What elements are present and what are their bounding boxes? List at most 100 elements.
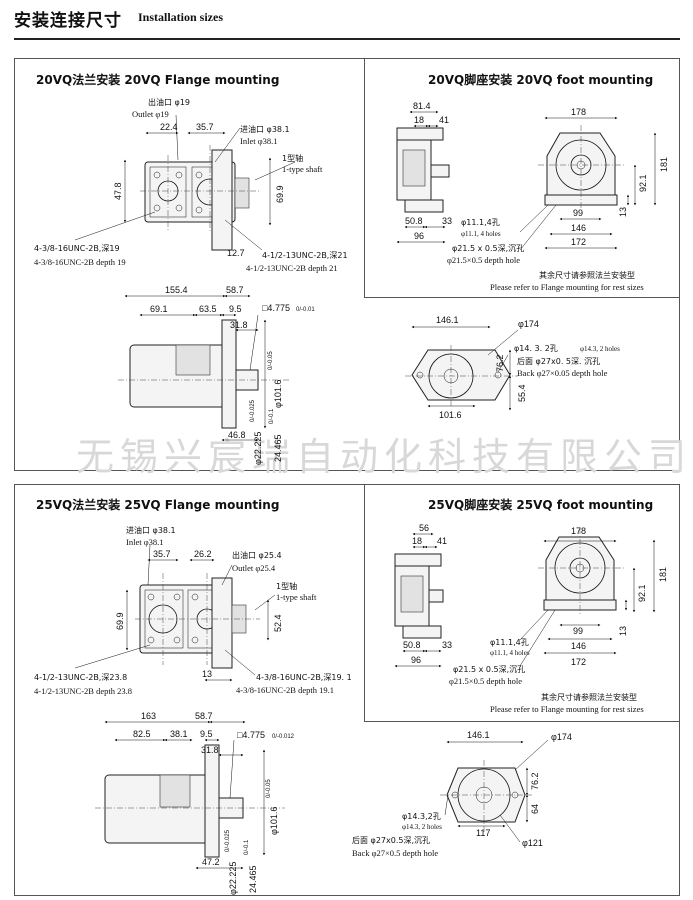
- vq25-foot-41: 41: [437, 536, 447, 546]
- title-divider: [14, 38, 680, 40]
- vq20-foot-hole-a-zh: φ11.1,4孔: [461, 218, 500, 227]
- vq25-foot-99: 99: [573, 626, 583, 636]
- vq20-thread-b-zh: 4-1/2-13UNC-2B,深21: [262, 251, 348, 260]
- vq20-thread-b-en: 4-1/2-13UNC-2B depth 21: [246, 263, 338, 273]
- vq25-side-82.5: 82.5: [133, 729, 151, 739]
- vq20-foot-146: 146: [571, 223, 586, 233]
- vq20-end-back-zh: 后面 φ27x0. 5深. 沉孔: [517, 356, 600, 366]
- vq25-foot-33: 33: [442, 640, 452, 650]
- panel-25vq-foot: [364, 484, 680, 722]
- vq20-foot-hole-b-zh: φ21.5 x 0.5深,沉孔: [452, 244, 524, 253]
- vq25-thread-b-zh: 4-3/8-16UNC-2B,深19. 1: [256, 673, 352, 682]
- vq25-side-dia3: 24.465: [248, 865, 258, 893]
- vq20-side-dia1: φ101.6: [273, 380, 283, 408]
- vq25-foot-172: 172: [571, 657, 586, 667]
- vq25-dim-52.4: 52.4: [273, 614, 283, 632]
- vq20-thread-a-en: 4-3/8-16UNC-2B depth 19: [34, 257, 126, 267]
- vq20-foot-18: 18: [414, 115, 424, 125]
- vq25-dim-26.2: 26.2: [194, 549, 212, 559]
- vq20-side-9.5: 9.5: [229, 304, 242, 314]
- vq20-foot-81.4: 81.4: [413, 101, 431, 111]
- title-20vq-flange: 20VQ法兰安装 20VQ Flange mounting: [36, 73, 280, 87]
- vq20-end-hole-zh: φ14. 3. 2孔: [514, 344, 558, 353]
- vq25-foot-hole-b-zh: φ21.5 x 0.5深,沉孔: [453, 665, 525, 674]
- vq25-end-146.1: 146.1: [467, 730, 490, 740]
- vq25-end-back-en: Back φ27×0.5 depth hole: [352, 848, 438, 858]
- vq20-flange-side-view: [118, 294, 290, 442]
- vq25-foot-92.1: 92.1: [637, 584, 647, 602]
- vq20-foot-172: 172: [571, 237, 586, 247]
- vq20-side-58.7: 58.7: [226, 285, 244, 295]
- vq20-flange-front-view: [74, 114, 296, 251]
- vq20-end-174: φ174: [518, 319, 539, 329]
- vq25-side-dia2-tol: 0/-0.025: [225, 829, 231, 852]
- vq20-shaft-zh: 1型轴: [282, 153, 303, 163]
- vq20-foot-side-view: [396, 110, 450, 244]
- vq25-foot-hole-a-en: φ11.1, 4 holes: [490, 649, 530, 657]
- vq25-foot-181: 181: [658, 567, 668, 582]
- vq20-end-101.6: 101.6: [439, 410, 462, 420]
- vq25-side-163: 163: [141, 711, 156, 721]
- vq25-dim-13: 13: [202, 669, 212, 679]
- vq20-side-155.4: 155.4: [165, 285, 188, 295]
- vq20-dim-22.4: 22.4: [160, 122, 178, 132]
- vq25-side-47.2: 47.2: [202, 857, 220, 867]
- vq25-foot-note-en: Please refer to Flange mounting for rest…: [490, 704, 644, 714]
- vq20-side-46.8: 46.8: [228, 430, 246, 440]
- vq25-outlet-en: Outlet φ25.4: [232, 563, 276, 573]
- vq20-foot-hole-a-en: φ11.1, 4 holes: [461, 230, 501, 238]
- title-25vq-foot: 25VQ脚座安装 25VQ foot mounting: [428, 498, 654, 512]
- vq20-foot-178: 178: [571, 107, 586, 117]
- vq25-shaft-en: 1-type shaft: [276, 592, 317, 602]
- vq20-side-dia2-tol: 0/-0.025: [250, 399, 256, 422]
- vq20-side-69.1: 69.1: [150, 304, 168, 314]
- vq20-side-dia3-tol: 0/-0.1: [269, 408, 275, 424]
- vq20-dim-12.7: 12.7: [227, 248, 245, 258]
- vq20-side-63.5: 63.5: [199, 304, 217, 314]
- vq20-foot-41: 41: [439, 115, 449, 125]
- vq25-foot-note-zh: 其余尺寸请参照法兰安装型: [541, 692, 637, 702]
- vq25-inlet-en: Inlet φ38.1: [126, 537, 163, 547]
- vq20-end-76.2: 76.2: [495, 354, 505, 372]
- vq20-side-dia1-tol: 0/-0.05: [268, 351, 274, 370]
- vq20-end-back-en: Back φ27×0.05 depth hole: [517, 368, 608, 378]
- vq20-outlet-en: Outlet φ19: [132, 109, 169, 119]
- vq25-side-9.5: 9.5: [200, 729, 213, 739]
- title-20vq-foot: 20VQ脚座安装 20VQ foot mounting: [428, 73, 654, 87]
- vq20-foot-99: 99: [573, 208, 583, 218]
- vq20-inlet-zh: 进油口 φ38.1: [240, 124, 290, 134]
- vq20-foot-13: 13: [618, 207, 628, 217]
- vq25-flange-end-view: [440, 739, 549, 843]
- vq25-side-31.8: 31.8: [201, 745, 219, 755]
- vq20-foot-note-en: Please refer to Flange mounting for rest…: [490, 282, 644, 292]
- vq25-dim-69.9: 69.9: [115, 612, 125, 630]
- vq25-end-hole-zh: φ14.3,2孔: [402, 812, 441, 821]
- vq25-foot-front-view: [519, 528, 656, 667]
- vq25-end-64: 64: [530, 804, 540, 814]
- vq25-end-76.2: 76.2: [530, 772, 540, 790]
- vq20-side-dia2: φ22.225: [253, 432, 263, 465]
- vq25-side-dia3-tol: 0/-0.1: [244, 839, 250, 855]
- vq20-end-hole-en: φ14.3, 2 holes: [580, 345, 620, 353]
- vq25-side-38.1: 38.1: [170, 729, 188, 739]
- vq20-foot-181: 181: [659, 157, 669, 172]
- vq25-foot-96: 96: [411, 655, 421, 665]
- vq25-foot-18: 18: [412, 536, 422, 546]
- vq25-foot-13: 13: [618, 626, 628, 636]
- vq20-side-key: □4.775: [262, 303, 290, 313]
- page-title-en: Installation sizes: [138, 10, 224, 24]
- vq20-side-key-tol: 0/-0.01: [296, 307, 315, 313]
- vq25-end-back-zh: 后面 φ27x0.5深,沉孔: [352, 835, 430, 845]
- vq25-side-58.7: 58.7: [195, 711, 213, 721]
- vq25-foot-56: 56: [419, 523, 429, 533]
- vq25-foot-50.8: 50.8: [403, 640, 421, 650]
- vq25-outlet-zh: 出油口 φ25.4: [232, 550, 282, 560]
- vq25-thread-a-en: 4-1/2-13UNC-2B depth 23.8: [34, 686, 132, 696]
- vq20-inlet-en: Inlet φ38.1: [240, 136, 277, 146]
- vq25-end-174: φ174: [551, 732, 572, 742]
- vq25-shaft-zh: 1型轴: [276, 581, 297, 591]
- vq20-foot-96: 96: [414, 231, 424, 241]
- vq25-side-key: □4.775: [237, 730, 265, 740]
- vq25-end-117: 117: [476, 828, 490, 838]
